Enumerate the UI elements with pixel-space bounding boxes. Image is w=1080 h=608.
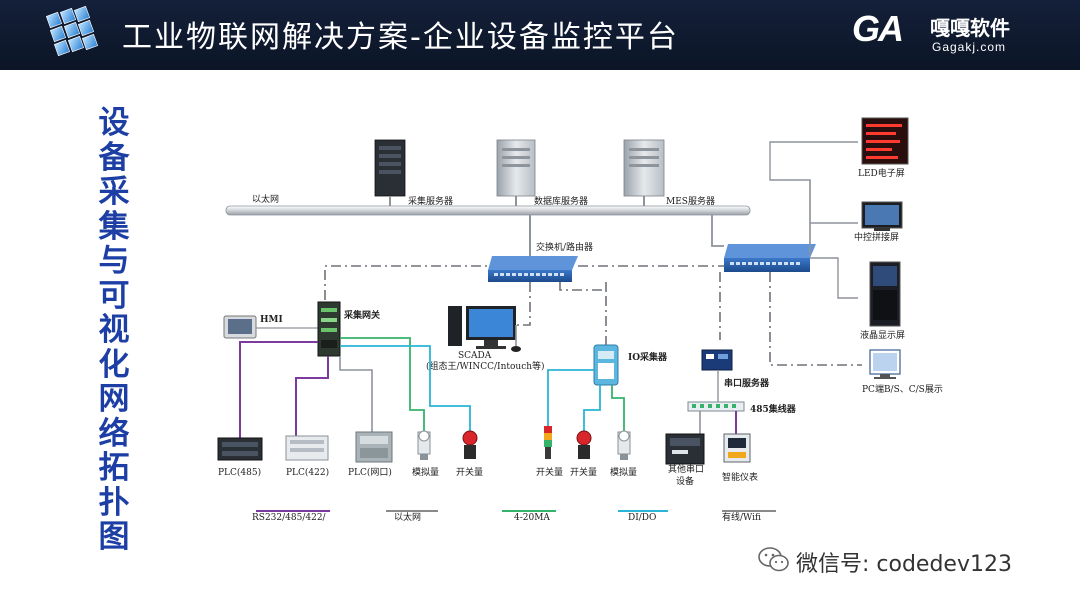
device-label-analog2: 模拟量 — [610, 466, 637, 478]
display-label-lcd: 液晶显示屏 — [860, 329, 905, 341]
scada-label-line1: SCADA — [458, 351, 492, 361]
device-label-plc422: PLC(422) — [286, 467, 329, 478]
device-label-switch1: 开关量 — [456, 466, 483, 478]
legend-label-analog: 4-20MA — [514, 513, 550, 523]
side-title: 设备采集与可视化网络拓扑图 — [98, 105, 130, 555]
display-label-pc-line1: PC端B/S、C/S展示 — [862, 383, 943, 395]
brand-name: 嘎嘎软件 — [930, 16, 1010, 40]
ethernet-links — [339, 325, 701, 434]
switch-button-icon — [462, 430, 478, 459]
signal-tower-icon — [544, 426, 552, 459]
brand-mark: GA — [852, 8, 904, 49]
gateway-label: 采集网关 — [343, 309, 380, 321]
wechat-icon — [758, 547, 789, 572]
device-label-switch3: 开关量 — [570, 466, 597, 478]
display-label-led: LED电子屏 — [858, 167, 905, 179]
ethernet-bus-label: 以太网 — [252, 193, 279, 205]
ethernet-bus: 以太网 — [225, 193, 751, 216]
printer-icon — [665, 433, 705, 465]
lcd-display-icon — [869, 261, 901, 327]
legend-item: RS232/485/422/ — [252, 510, 330, 523]
device-label-switch2: 开关量 — [536, 466, 563, 478]
server-icon — [623, 139, 665, 206]
brand-url: Gagakj.com — [932, 40, 1007, 54]
analog-links — [340, 337, 625, 432]
server-icon — [496, 139, 536, 206]
server-label-collection: 采集服务器 — [408, 195, 453, 207]
device-label-plc485: PLC(485) — [218, 467, 261, 478]
display-links — [769, 141, 858, 299]
device-label-meter: 智能仪表 — [722, 471, 758, 483]
server-label-mes: MES服务器 — [666, 195, 715, 207]
page-title: 工业物联网解决方案-企业设备监控平台 — [122, 20, 679, 55]
video-wall-icon — [861, 201, 903, 231]
serial-server-icon — [701, 349, 733, 371]
legend-label-ethernet: 以太网 — [394, 511, 421, 523]
hub-icon — [687, 401, 745, 412]
network-topology-diagram: 以太网 采集服务器 数据库服务器 MES服务器 交换机/路由器 — [217, 117, 943, 523]
legend: RS232/485/422/ 以太网 4-20MA DI/DO 有线/Wifi — [252, 510, 776, 523]
io-collector-icon — [593, 344, 619, 386]
hmi-icon — [223, 315, 257, 339]
switch-icon — [724, 244, 816, 272]
plc-icon — [285, 435, 329, 461]
scada-workstation-icon — [448, 306, 521, 352]
meter-icon — [723, 433, 751, 463]
brand-logo: GA 嘎嘎软件 Gagakj.com — [852, 8, 1052, 64]
watermark-text: 微信号: codedev123 — [796, 552, 1012, 577]
cubes-logo-icon — [45, 5, 99, 57]
monitor-icon — [869, 349, 901, 379]
legend-item: 以太网 — [386, 510, 438, 523]
device-label-analog1: 模拟量 — [412, 466, 439, 478]
hub-label: 485集线器 — [750, 403, 797, 415]
legend-item: 4-20MA — [502, 510, 556, 523]
device-label-plcnet: PLC(网口) — [348, 467, 392, 478]
display-label-wall: 中控拼接屏 — [854, 231, 899, 243]
legend-label-serial: RS232/485/422/ — [252, 513, 327, 523]
legend-label-digital: DI/DO — [628, 513, 656, 523]
server-label-database: 数据库服务器 — [534, 195, 588, 207]
device-label-other1: 其他串口 — [668, 463, 704, 475]
server-icon — [374, 139, 406, 206]
switch-icon — [488, 256, 578, 282]
hmi-label: HMI — [260, 315, 283, 325]
serial-server-label: 串口服务器 — [724, 377, 770, 389]
legend-item: DI/DO — [618, 510, 668, 523]
sensor-icon — [617, 430, 631, 460]
legend-item: 有线/Wifi — [722, 510, 776, 523]
legend-label-wireless: 有线/Wifi — [722, 511, 761, 523]
gateway-icon — [317, 301, 341, 357]
switch-label: 交换机/路由器 — [536, 241, 593, 253]
plc-icon — [217, 437, 263, 461]
header-bar: 工业物联网解决方案-企业设备监控平台 GA 嘎嘎软件 Gagakj.com — [0, 0, 1080, 70]
led-screen-icon — [861, 117, 909, 165]
scada-label-line2: (组态王/WINCC/Intouch等) — [426, 360, 545, 372]
plc-icon — [355, 431, 393, 463]
digital-links — [340, 345, 601, 434]
device-label-other2: 设备 — [676, 475, 694, 487]
sensor-icon — [417, 430, 431, 460]
io-collector-label: IO采集器 — [628, 351, 668, 363]
switch-button-icon — [576, 430, 592, 459]
